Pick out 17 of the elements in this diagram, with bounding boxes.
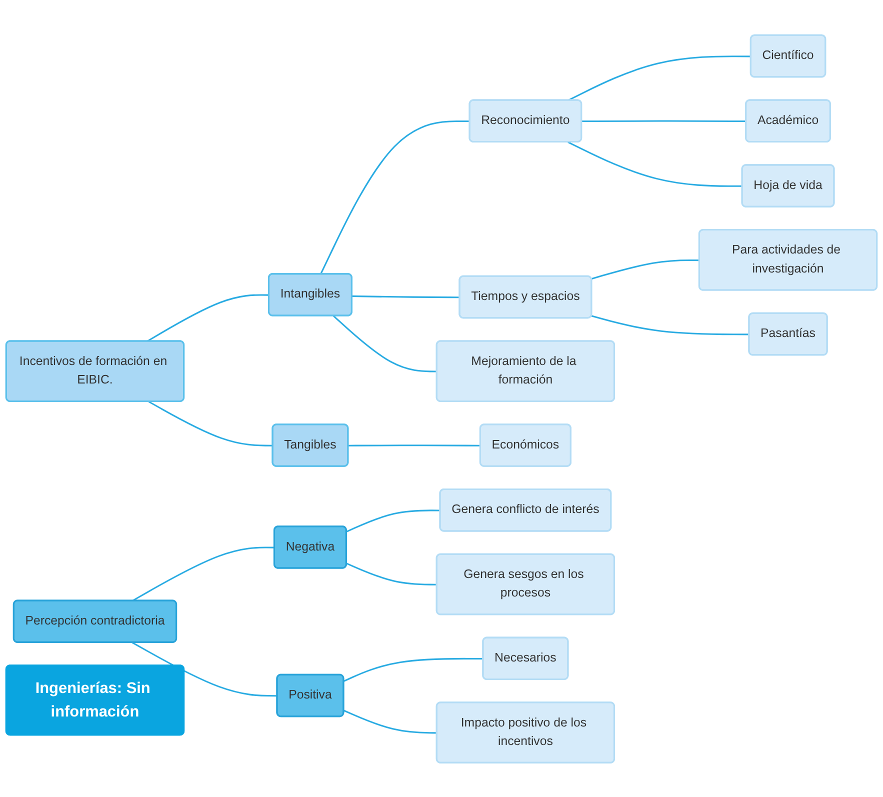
connector <box>352 295 460 298</box>
connector <box>132 641 278 696</box>
connector <box>332 314 438 372</box>
connector <box>346 562 438 585</box>
connector <box>568 55 752 101</box>
connector <box>348 444 481 446</box>
connector <box>148 400 273 446</box>
connector <box>591 259 700 280</box>
connector <box>568 141 742 186</box>
connector <box>344 658 484 682</box>
connector <box>146 294 270 342</box>
connector <box>344 709 438 734</box>
connector <box>582 120 746 122</box>
connector <box>320 120 470 274</box>
connector <box>346 509 440 532</box>
connector <box>591 314 750 335</box>
connector <box>132 546 275 602</box>
